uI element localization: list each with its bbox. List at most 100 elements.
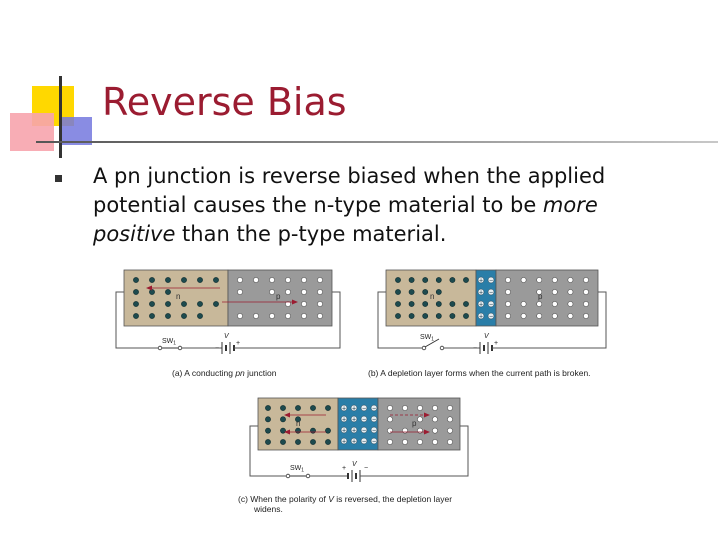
switch-terminal xyxy=(285,473,291,479)
wire xyxy=(115,291,160,349)
ion-sign: − xyxy=(489,302,493,309)
caption-b: (b) A depletion layer forms when the cur… xyxy=(368,368,591,378)
hole-dot xyxy=(447,405,453,411)
hole-dot xyxy=(505,301,511,307)
electron-dot xyxy=(325,405,331,411)
battery-plus: + xyxy=(236,340,240,347)
electron-dot xyxy=(133,313,139,319)
hole-dot xyxy=(285,313,291,319)
hole-dot xyxy=(551,301,558,307)
ion-sign: + xyxy=(352,406,356,413)
ion-sign: + xyxy=(352,439,356,446)
hole-dot xyxy=(269,313,275,319)
hole-dot xyxy=(567,289,574,295)
wire xyxy=(249,425,288,477)
hole-dot xyxy=(387,405,393,411)
electron-dot xyxy=(265,427,271,434)
hole-dot xyxy=(301,301,307,307)
hole-dot xyxy=(417,405,423,411)
electron-dot xyxy=(149,301,155,307)
caption-text: is reversed, the depletion layer xyxy=(333,494,453,504)
switch-lever xyxy=(424,338,440,348)
hole-dot xyxy=(520,277,527,283)
battery-label: V xyxy=(484,333,490,340)
electron-dot xyxy=(181,313,187,319)
p-label: p xyxy=(276,292,281,301)
battery-label: V xyxy=(352,461,358,468)
ion-sign: + xyxy=(342,406,346,413)
switch-terminal xyxy=(421,345,427,351)
ion-circle xyxy=(487,312,495,320)
hole-dot xyxy=(567,301,574,307)
ion-circle xyxy=(340,437,348,445)
hole-dot xyxy=(567,313,574,319)
ion-circle xyxy=(487,288,495,296)
electron-dot xyxy=(181,277,187,283)
decor-vertical-line xyxy=(59,76,62,158)
hole-dot xyxy=(432,405,438,411)
figure-a-svg: n p SW1 − + V xyxy=(115,269,341,354)
hole-dot xyxy=(551,289,558,295)
electron-dot xyxy=(280,416,286,423)
bullet-marker xyxy=(55,175,62,182)
ion-sign: − xyxy=(489,290,493,297)
ion-sign: + xyxy=(352,417,356,424)
electron-dot xyxy=(197,277,203,283)
n-electrons xyxy=(395,277,469,319)
hole-dot xyxy=(301,313,307,319)
p-region xyxy=(227,269,333,327)
hole-dot xyxy=(285,277,291,283)
hole-dot xyxy=(237,289,243,295)
ion-circle xyxy=(360,404,368,412)
wire xyxy=(377,291,422,349)
ion-sign: − xyxy=(372,406,376,413)
p-holes xyxy=(237,277,323,319)
hole-dot xyxy=(583,289,589,295)
hole-dot xyxy=(536,301,543,307)
electron-dot xyxy=(295,427,301,434)
depletion-ions: ++++−−−− xyxy=(477,276,495,321)
hole-dot xyxy=(583,277,589,283)
arrowhead xyxy=(284,429,290,435)
switch-label: SW1 xyxy=(420,334,434,343)
electron-dot xyxy=(422,289,429,295)
ion-circle xyxy=(360,415,368,423)
electron-dot xyxy=(280,427,286,434)
hole-dot xyxy=(417,439,423,445)
arrowhead xyxy=(292,299,298,305)
caption-text: (b) A depletion layer forms when the cur… xyxy=(368,368,591,378)
wire xyxy=(500,291,607,349)
arrowhead xyxy=(146,285,152,291)
electron-dot xyxy=(395,301,401,307)
ion-sign: + xyxy=(352,428,356,435)
p-holes xyxy=(505,277,589,319)
wire xyxy=(368,425,469,477)
ion-circle xyxy=(360,426,368,434)
electron-dot xyxy=(449,313,456,319)
ion-sign: + xyxy=(479,278,483,285)
hole-dot xyxy=(505,313,511,319)
caption-text: (c) When the polarity of xyxy=(238,494,329,504)
hole-dot xyxy=(432,439,438,445)
battery-label: V xyxy=(224,333,230,340)
electron-dot xyxy=(408,301,415,307)
ion-circle xyxy=(350,415,358,423)
decor-blue-square xyxy=(62,117,92,145)
ion-sign: + xyxy=(342,428,346,435)
hole-dot xyxy=(253,313,259,319)
ion-circle xyxy=(370,404,378,412)
battery-minus: − xyxy=(215,345,219,352)
electron-dot xyxy=(181,301,187,307)
electron-dot xyxy=(435,301,442,307)
electron-dot xyxy=(449,277,456,283)
hole-dot xyxy=(387,427,393,434)
ion-sign: + xyxy=(342,439,346,446)
bullet-text-part: A pn junction is reverse biased when the… xyxy=(93,164,606,217)
arrowhead xyxy=(424,412,430,418)
electron-dot xyxy=(408,277,415,283)
hole-dot xyxy=(237,313,243,319)
p-label: p xyxy=(538,292,543,301)
n-label: n xyxy=(296,419,300,428)
ion-circle xyxy=(350,404,358,412)
switch-terminal xyxy=(439,345,445,351)
